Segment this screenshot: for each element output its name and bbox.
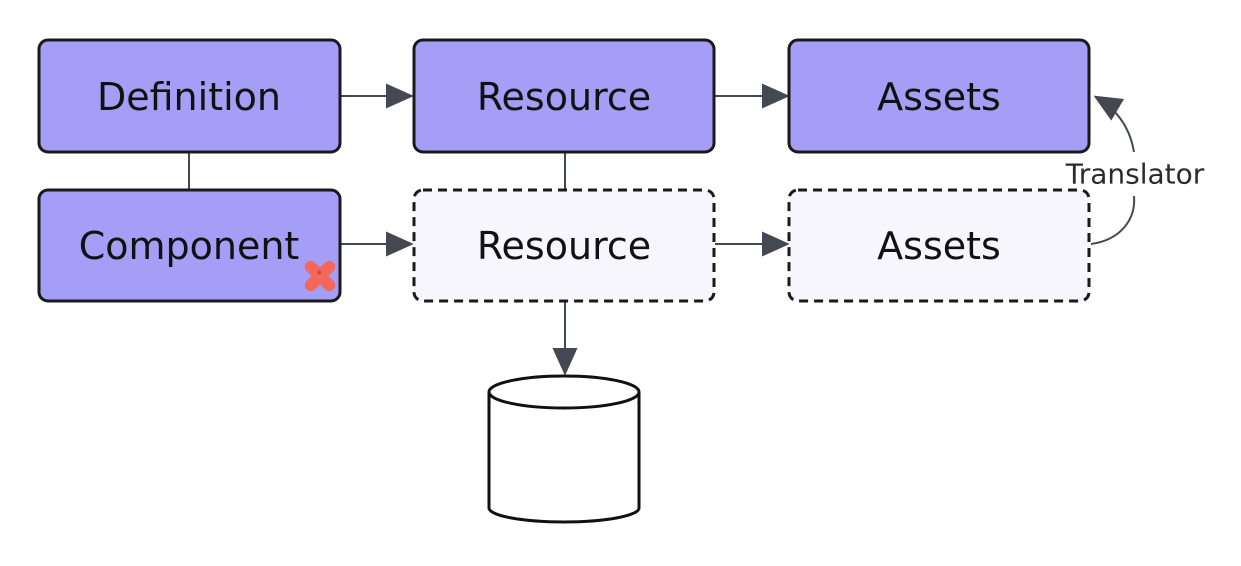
translator-curve-lower — [1090, 195, 1136, 245]
node-assets-top-label: Assets — [877, 75, 1001, 119]
node-assets-bottom[interactable]: Assets — [787, 188, 1091, 303]
node-resource-top[interactable]: Resource — [412, 38, 716, 154]
node-component[interactable]: Component — [37, 188, 347, 303]
database-cylinder-icon[interactable] — [487, 374, 641, 524]
node-assets-top[interactable]: Assets — [787, 38, 1091, 154]
node-definition[interactable]: Definition — [37, 38, 342, 154]
node-definition-label: Definition — [97, 75, 281, 119]
node-resource-top-label: Resource — [477, 75, 651, 119]
dagster-x-logo-icon — [304, 260, 336, 292]
node-resource-bottom-label: Resource — [477, 224, 651, 268]
translator-curve-upper — [1093, 95, 1135, 153]
node-component-label: Component — [79, 224, 300, 268]
edge-translator-label: Translator — [1065, 158, 1205, 191]
node-resource-bottom[interactable]: Resource — [412, 188, 716, 303]
node-assets-bottom-label: Assets — [877, 224, 1001, 268]
